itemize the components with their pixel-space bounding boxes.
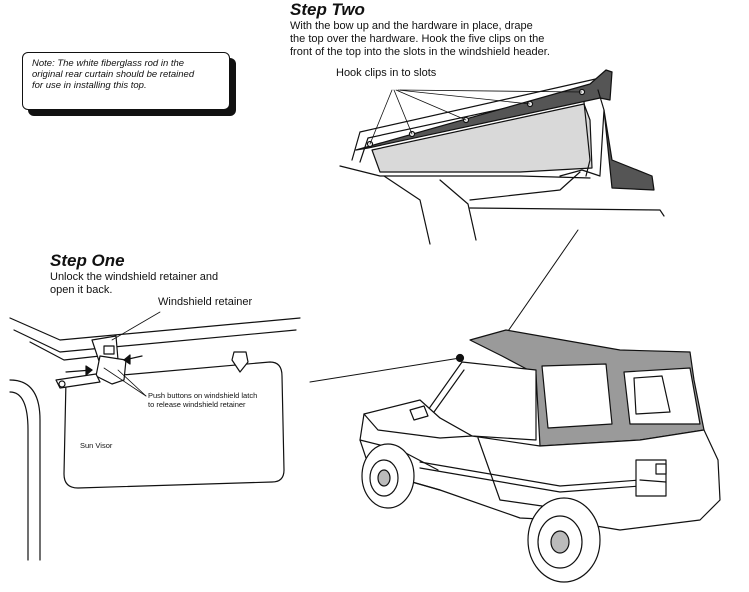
note-text: Note: The white fiberglass rod in the or… <box>32 58 228 91</box>
hook-clips-callout: Hook clips in to slots <box>336 67 437 79</box>
step-two-instructions: With the bow up and the hardware in plac… <box>290 20 590 59</box>
sun-visor-label: Sun Visor <box>80 441 113 450</box>
step-one-line: open it back. <box>50 284 113 296</box>
step-two-detail-drawing <box>339 69 665 245</box>
note-box <box>22 52 230 110</box>
step-two-line: front of the top into the slots in the w… <box>290 46 550 58</box>
note-line: for use in installing this top. <box>32 80 147 91</box>
step-two-line: With the bow up and the hardware in plac… <box>290 20 533 32</box>
step-one-detail-drawing <box>9 311 301 561</box>
vehicle-drawing <box>359 329 721 583</box>
note-line: original rear curtain should be retained <box>32 69 195 80</box>
push-buttons-callout: Push buttons on windshield latch to rele… <box>148 391 257 409</box>
step-two-line: the top over the hardware. Hook the five… <box>290 33 545 45</box>
push-buttons-line: Push buttons on windshield latch <box>148 391 258 400</box>
push-buttons-line: to release windshield retainer <box>148 400 246 409</box>
windshield-retainer-callout: Windshield retainer <box>158 296 253 308</box>
note-line: Note: The white fiberglass rod in the <box>32 58 185 69</box>
step-two-title: Step Two <box>290 0 365 19</box>
step-one-line: Unlock the windshield retainer and <box>50 271 219 283</box>
step-one-title: Step One <box>50 251 125 270</box>
step-one-instructions: Unlock the windshield retainer and open … <box>50 271 270 297</box>
